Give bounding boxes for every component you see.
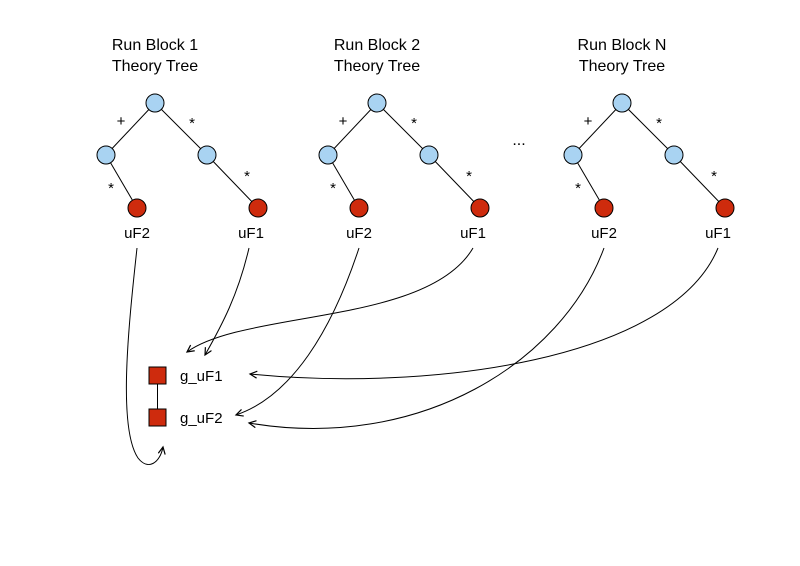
blockn-root-node <box>612 93 632 113</box>
block1-left-node <box>96 145 116 165</box>
g-uf2-square <box>148 408 167 427</box>
block2-left-node <box>318 145 338 165</box>
block2-op-root-right: * <box>411 115 417 132</box>
block2-op-left-leaf: * <box>330 180 336 197</box>
arrow-block2-uf2-to-g-uf2 <box>236 247 360 415</box>
g-uf1-label: g_uF1 <box>180 368 223 385</box>
run-block-1: Run Block 1 Theory Tree + * * * uF2 uF1 <box>96 37 268 242</box>
block2-subtitle: Theory Tree <box>334 58 420 75</box>
blockn-leaf-uf1-label: uF1 <box>705 225 731 242</box>
block2-leaf-uf1-node <box>470 198 490 218</box>
blockn-op-root-left: + <box>584 113 593 130</box>
block1-leaf-uf1-node <box>248 198 268 218</box>
block1-leaf-uf2-node <box>127 198 147 218</box>
blockn-subtitle: Theory Tree <box>579 58 665 75</box>
blockn-edge-root-left <box>572 102 623 156</box>
run-block-n: Run Block N Theory Tree + * * * uF2 uF1 <box>563 37 735 242</box>
block1-leaf-uf2-label: uF2 <box>124 225 150 242</box>
ellipsis: ... <box>512 132 525 149</box>
arrow-block2-uf1-to-g-uf1 <box>187 247 474 352</box>
blockn-edge-root-right <box>621 102 675 156</box>
blockn-op-right-leaf: * <box>711 168 717 185</box>
run-block-2: Run Block 2 Theory Tree + * * * uF2 uF1 <box>318 37 490 242</box>
block1-op-right-leaf: * <box>244 168 250 185</box>
block1-title: Run Block 1 <box>112 37 198 54</box>
block1-edge-right-leaf <box>206 154 259 209</box>
block2-edge-left-leaf <box>327 154 360 209</box>
blockn-left-node <box>563 145 583 165</box>
block1-root-node <box>145 93 165 113</box>
gather-arrows <box>125 247 719 465</box>
g-uf2-label: g_uF2 <box>180 410 223 427</box>
blockn-edge-left-leaf <box>572 154 605 209</box>
block2-edge-right-leaf <box>428 154 481 209</box>
block2-op-root-left: + <box>339 113 348 130</box>
arrow-blockn-uf2-to-g-uf2 <box>249 247 605 429</box>
arrow-blockn-uf1-to-g-uf1 <box>250 247 719 380</box>
block2-title: Run Block 2 <box>334 37 420 54</box>
blockn-leaf-uf2-label: uF2 <box>591 225 617 242</box>
block2-leaf-uf2-node <box>349 198 369 218</box>
blockn-leaf-uf1-node <box>715 198 735 218</box>
block2-leaf-uf1-label: uF1 <box>460 225 486 242</box>
blockn-right-node <box>664 145 684 165</box>
block1-edge-root-left <box>105 102 156 156</box>
block1-right-node <box>197 145 217 165</box>
block1-edge-root-right <box>154 102 208 156</box>
block2-leaf-uf2-label: uF2 <box>346 225 372 242</box>
block2-right-node <box>419 145 439 165</box>
block1-op-root-left: + <box>117 113 126 130</box>
block1-op-root-right: * <box>189 115 195 132</box>
global-accumulators: g_uF1 g_uF2 <box>148 366 223 427</box>
blockn-op-left-leaf: * <box>575 180 581 197</box>
block1-leaf-uf1-label: uF1 <box>238 225 264 242</box>
block1-op-left-leaf: * <box>108 180 114 197</box>
arrow-block1-uf1-to-g-uf1 <box>205 247 250 355</box>
blockn-op-root-right: * <box>656 115 662 132</box>
block2-root-node <box>367 93 387 113</box>
blockn-edge-right-leaf <box>673 154 726 209</box>
block1-subtitle: Theory Tree <box>112 58 198 75</box>
block1-edge-left-leaf <box>105 154 138 209</box>
block2-edge-root-left <box>327 102 378 156</box>
g-uf1-square <box>148 366 167 385</box>
blockn-title: Run Block N <box>578 37 667 54</box>
arrow-block1-uf2-to-g-uf2 <box>125 247 163 465</box>
block2-edge-root-right <box>376 102 430 156</box>
blockn-leaf-uf2-node <box>594 198 614 218</box>
block2-op-right-leaf: * <box>466 168 472 185</box>
